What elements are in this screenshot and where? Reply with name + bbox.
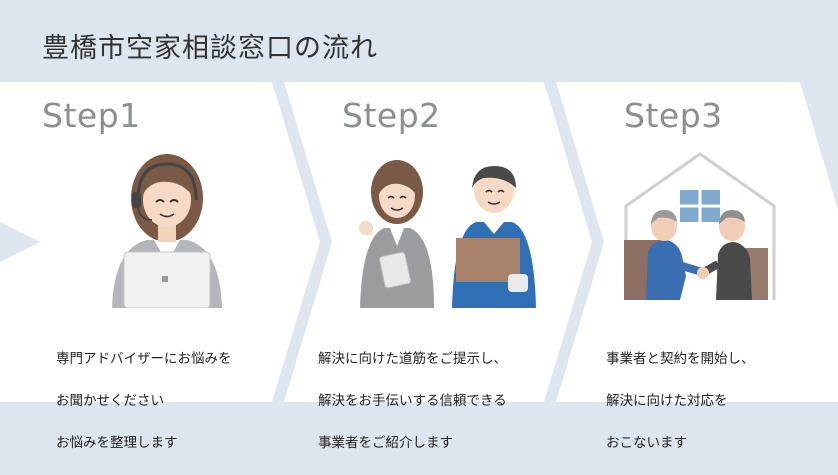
step1-label: Step1 — [42, 96, 141, 135]
step2-label: Step2 — [342, 96, 441, 135]
step3-label: Step3 — [624, 96, 723, 135]
step1-line2: お聞かせください — [56, 391, 232, 412]
step3-line1: 事業者と契約を開始し、 — [606, 349, 755, 370]
step3-description: 事業者と契約を開始し、 解決に向けた対応を おこないます — [606, 328, 755, 475]
step3-line2: 解決に向けた対応を — [606, 391, 755, 412]
step1-description: 専門アドバイザーにお悩みを お聞かせください お悩みを整理します — [56, 328, 232, 475]
step1-line3: お悩みを整理します — [56, 433, 232, 454]
page-title: 豊橋市空家相談窓口の流れ — [42, 26, 378, 65]
step2-line2: 解決をお手伝いする信頼できる — [318, 391, 507, 412]
step2-line3: 事業者をご紹介します — [318, 433, 507, 454]
step2-description: 解決に向けた道筋をご提示し、 解決をお手伝いする信頼できる 事業者をご紹介します — [318, 328, 507, 475]
step3-line3: おこないます — [606, 433, 755, 454]
consultant-illustration — [352, 158, 552, 308]
step2-line1: 解決に向けた道筋をご提示し、 — [318, 349, 507, 370]
handshake-illustration — [620, 148, 780, 308]
step1-line1: 専門アドバイザーにお悩みを — [56, 349, 232, 370]
operator-illustration — [102, 148, 232, 308]
